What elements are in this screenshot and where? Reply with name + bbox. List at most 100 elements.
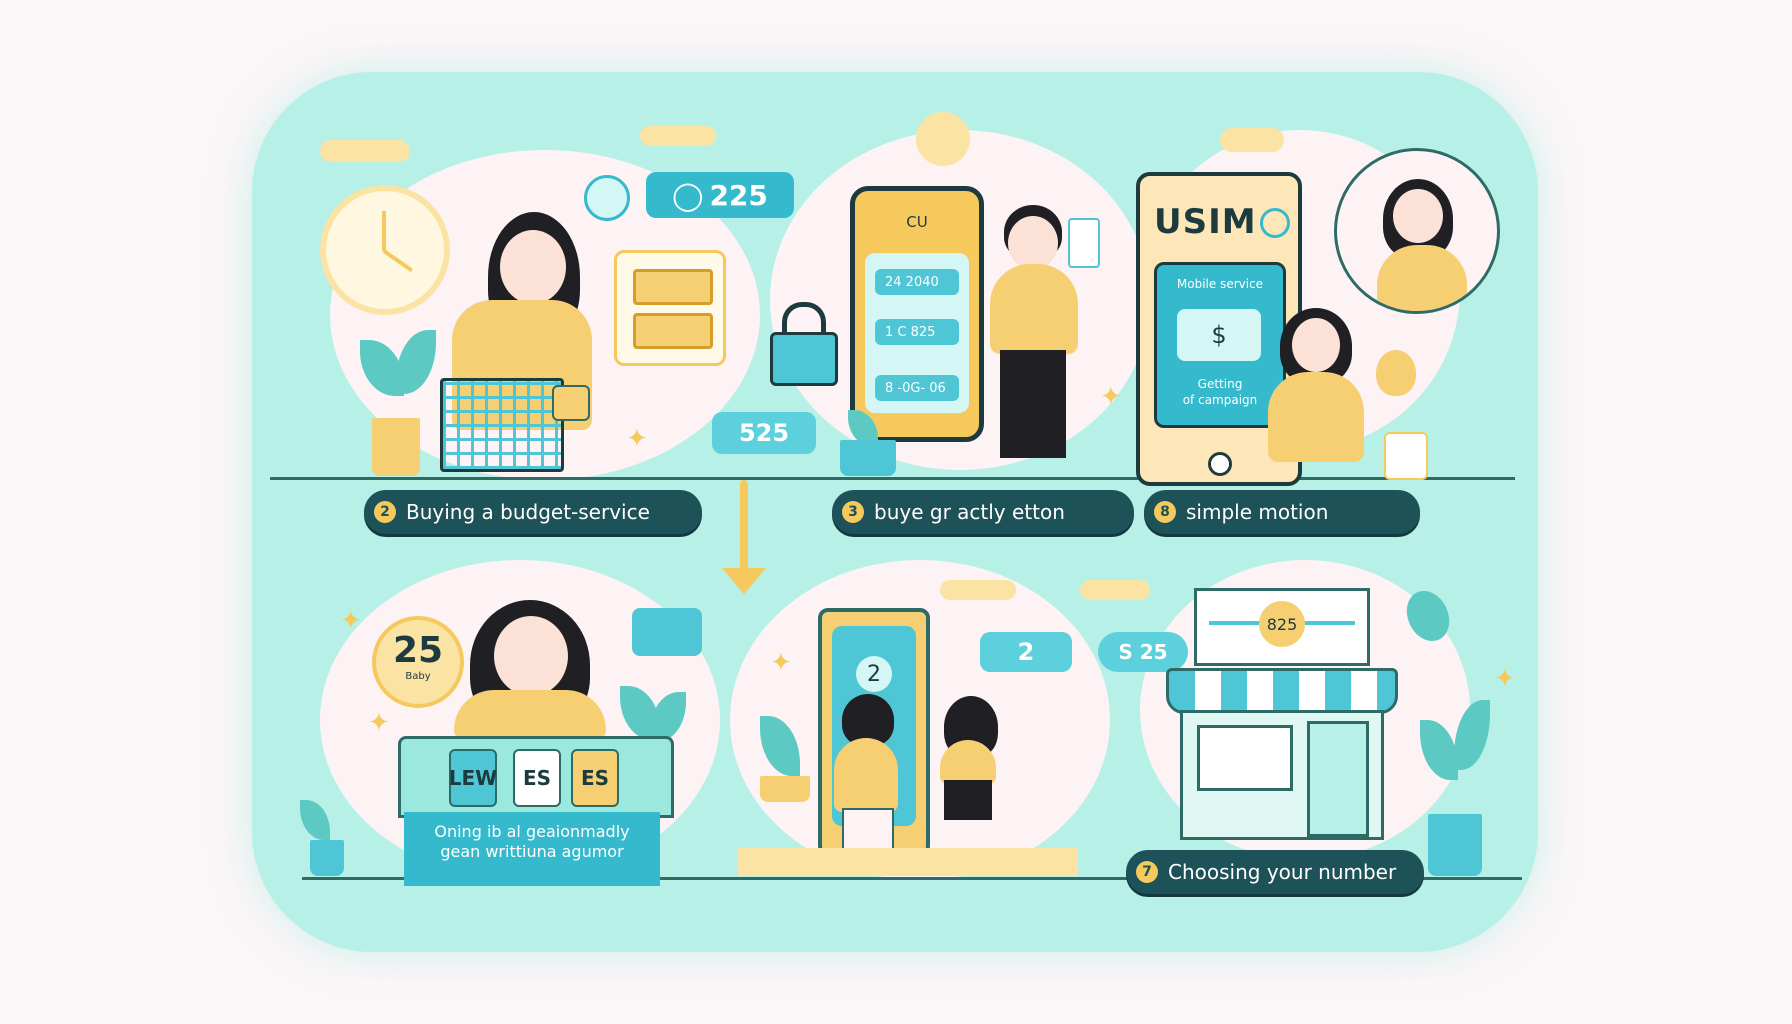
step-label-2: 3 buye gr actly etton <box>832 490 1134 534</box>
store-door <box>1307 721 1369 837</box>
step-number: 8 <box>1154 501 1176 523</box>
person-sweater <box>940 740 996 784</box>
cloud <box>1220 128 1284 152</box>
clock-hand <box>382 249 413 273</box>
sim-card-icon: ES <box>571 749 619 807</box>
price-bubble-small: S 25 <box>1098 632 1188 672</box>
sim-card-icon: ES <box>513 749 561 807</box>
sparkle-icon: ✦ <box>626 424 648 454</box>
step-label-3: 8 simple motion <box>1144 490 1420 534</box>
phone-screen: 24 2040 1 C 825 8 -0G- 06 <box>865 253 969 413</box>
sim-card-icon <box>614 250 726 366</box>
person-skirt <box>944 780 992 820</box>
usim-screen-title: Mobile service <box>1176 277 1264 291</box>
banner-line: Oning ib al geaionmadly <box>434 822 630 841</box>
phone-field: 8 -0G- 06 <box>875 375 959 401</box>
coin-icon: $ <box>1177 309 1261 361</box>
step-number: 2 <box>374 501 396 523</box>
person-sweater <box>990 264 1078 354</box>
step-text: buye gr actly etton <box>874 500 1065 524</box>
shop-counter: LEW ES ES <box>398 736 674 818</box>
counter-banner: Oning ib al geaionmadly gean writtiuna a… <box>404 812 660 886</box>
step-bubble: 2 <box>980 632 1072 672</box>
person-face <box>1008 216 1058 270</box>
cloud <box>640 126 716 146</box>
price-tag-icon <box>552 385 590 421</box>
sparkle-icon: ✦ <box>1100 382 1122 412</box>
price-value: 225 <box>709 178 768 212</box>
banner-line: gean writtiuna agumor <box>440 842 624 861</box>
step-label-1: 2 Buying a budget-service <box>364 490 702 534</box>
price-value: 525 <box>738 419 790 447</box>
phone-field: 1 C 825 <box>875 319 959 345</box>
step-bubble-value: 2 <box>1017 638 1035 666</box>
person-pants <box>1000 350 1066 458</box>
person-face <box>1292 318 1340 372</box>
home-button <box>1208 452 1232 476</box>
badge-value: 25 <box>392 630 444 671</box>
plant-pot <box>372 418 420 476</box>
phone-field: 24 2040 <box>875 269 959 295</box>
step-text: simple motion <box>1186 500 1329 524</box>
usim-screen-text: Getting <box>1197 377 1243 391</box>
chat-bubble-icon <box>632 608 702 656</box>
step-text: Choosing your number <box>1168 860 1397 884</box>
price-badge: 25 Baby <box>372 616 464 708</box>
person-face <box>500 230 566 304</box>
person-sweater <box>454 690 606 740</box>
coin-icon: ◯ <box>672 178 704 212</box>
person-sweater <box>1268 372 1364 462</box>
step-number: 3 <box>842 501 864 523</box>
step-number-icon: 2 <box>856 656 892 692</box>
price-value: S 25 <box>1118 640 1168 664</box>
badge-sub: Baby <box>405 671 431 682</box>
person-hair <box>842 694 894 746</box>
store-awning <box>1166 668 1398 714</box>
cart-icon <box>440 378 564 472</box>
phone: CU 24 2040 1 C 825 8 -0G- 06 <box>850 186 984 442</box>
cloud <box>1080 580 1150 600</box>
usim-title: USIM <box>1154 202 1257 242</box>
box-icon <box>1384 432 1428 480</box>
price-tag-mid: 525 <box>712 412 816 454</box>
arrow-down-icon <box>722 568 766 594</box>
step-label-4: 7 Choosing your number <box>1126 850 1424 894</box>
plant-pot <box>840 440 896 476</box>
plant-pot <box>760 776 810 802</box>
arrow-down-icon <box>740 480 748 570</box>
lock-icon <box>770 302 838 386</box>
usim-screen: Mobile service $ Getting of campaign <box>1154 262 1286 428</box>
coin-symbol: $ <box>1211 321 1227 349</box>
plant-pot <box>1428 814 1482 876</box>
clock-hand <box>382 211 386 251</box>
store-icon <box>1180 710 1384 840</box>
money-bag-icon <box>1376 350 1416 396</box>
sim-chip <box>633 313 713 349</box>
cloud <box>320 140 410 162</box>
sparkle-icon: ✦ <box>368 708 390 738</box>
ground-line-bottom <box>302 877 1522 880</box>
chat-icon <box>584 175 630 221</box>
plant-pot <box>310 840 344 876</box>
sim-card-icon: LEW <box>449 749 497 807</box>
cloud <box>940 580 1016 600</box>
gear-icon <box>1260 208 1290 238</box>
receipt-icon <box>1068 218 1100 268</box>
sparkle-icon: ✦ <box>1494 664 1516 694</box>
price-bubble-top: ◯ 225 <box>646 172 794 218</box>
phone-header: CU <box>906 213 928 231</box>
usim-screen-text: of campaign <box>1182 393 1258 407</box>
store-window <box>1197 725 1293 791</box>
sim-chip <box>633 269 713 305</box>
person-sweater <box>834 738 898 812</box>
clock-icon <box>320 185 450 315</box>
step-text: Buying a budget-service <box>406 500 650 524</box>
flower-icon <box>916 112 970 166</box>
person-face <box>494 616 568 696</box>
step-number: 7 <box>1136 861 1158 883</box>
planter-box <box>738 848 1078 876</box>
sparkle-icon: ✦ <box>770 648 792 678</box>
sparkle-icon: ✦ <box>340 606 362 636</box>
store-sign: 825 <box>1194 588 1370 666</box>
